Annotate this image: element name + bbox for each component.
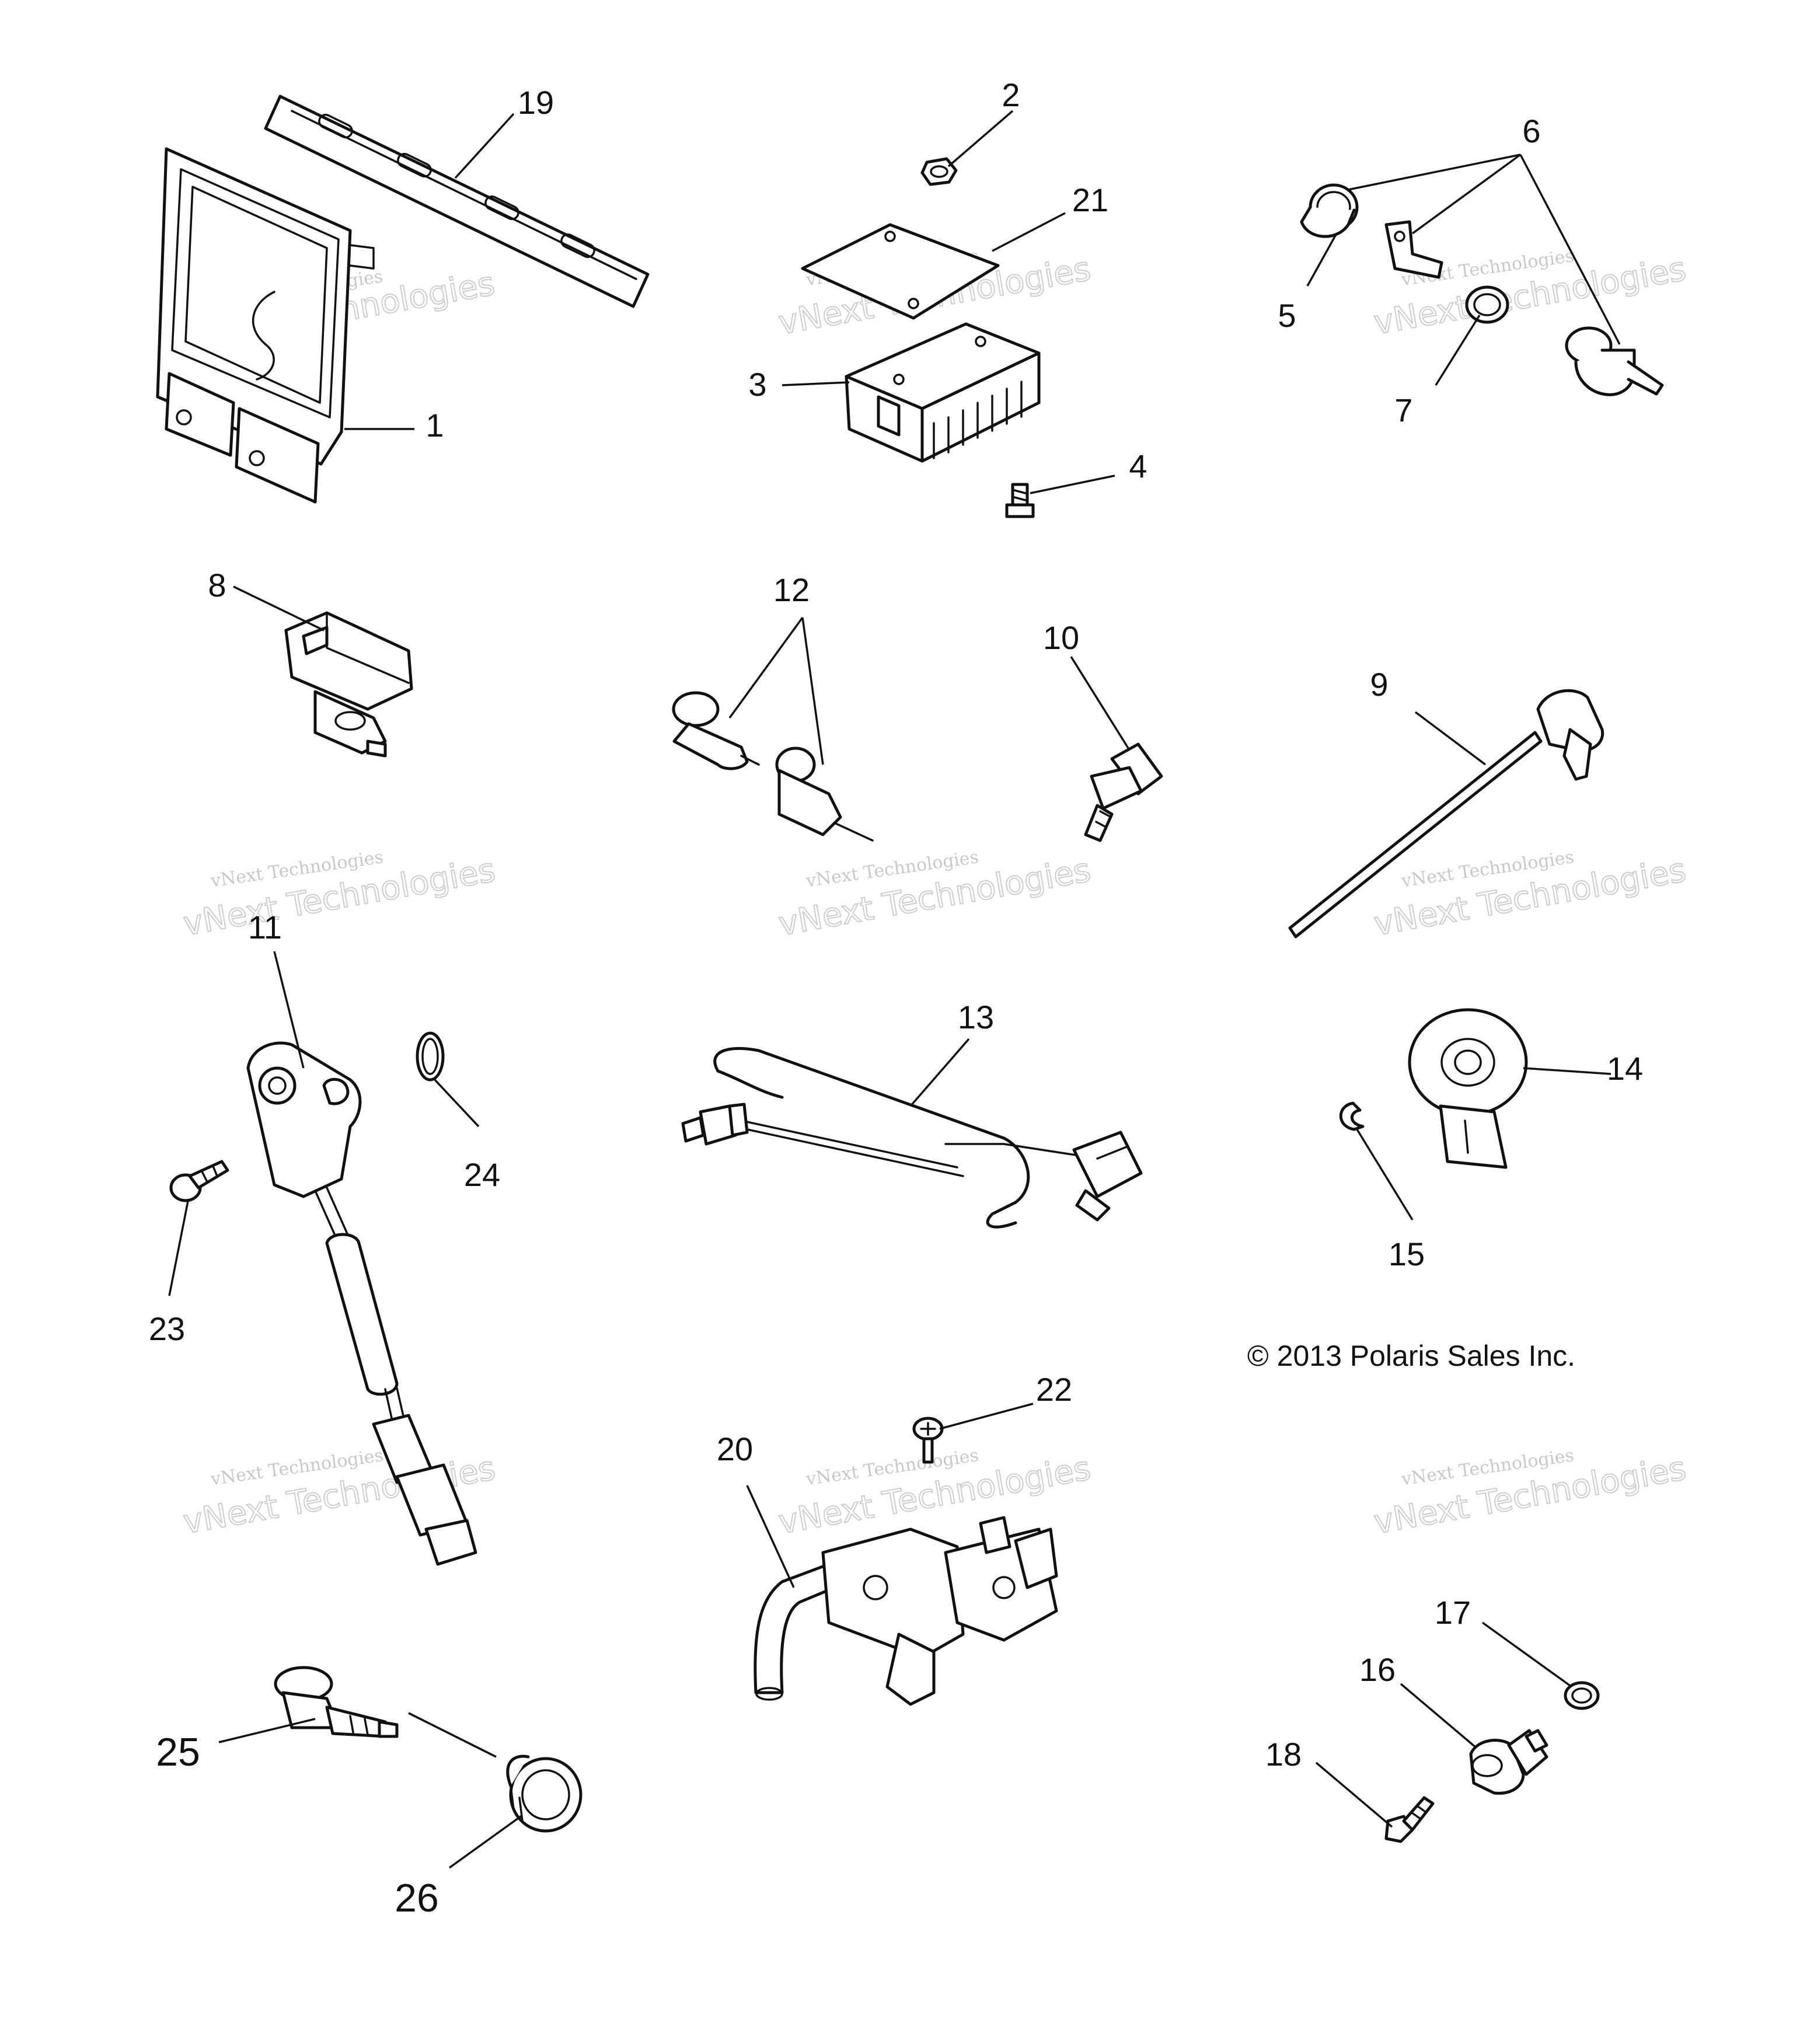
part-15-clip — [1339, 1101, 1365, 1131]
part-3-regulator — [845, 322, 1041, 463]
callout-13: 13 — [958, 999, 994, 1035]
callouts: 19 1 2 21 3 4 6 5 7 8 12 10 9 11 13 14 2… — [149, 76, 1643, 1920]
part-9-rod-sensor — [1288, 689, 1604, 939]
callout-9: 9 — [1370, 666, 1388, 703]
part-12-plug-b — [775, 747, 874, 842]
part-19-bracket — [264, 95, 650, 308]
part-18-bolt — [1384, 1796, 1435, 1843]
part-17-washer — [1564, 1681, 1600, 1710]
watermark: vNext Technologies vNext Technologies — [1370, 847, 1689, 944]
watermark: vNext Technologies vNext Technologies — [1370, 1445, 1689, 1542]
part-25-sensor — [274, 1666, 399, 1738]
part-21-gasket — [801, 223, 1000, 320]
part-7-seal — [1465, 285, 1509, 324]
part-5-plug — [1300, 183, 1359, 238]
part-12-plug-a — [672, 691, 760, 770]
leader-lines — [168, 110, 1621, 1869]
callout-14: 14 — [1607, 1050, 1643, 1087]
callout-2: 2 — [1002, 76, 1020, 113]
part-10-temp-sensor — [1084, 742, 1163, 842]
callout-7: 7 — [1394, 392, 1412, 428]
part-23-screw — [169, 1160, 229, 1202]
part-4-screw — [1005, 483, 1035, 518]
callout-12: 12 — [773, 571, 810, 608]
callout-22: 22 — [1036, 1371, 1072, 1408]
callout-16: 16 — [1359, 1651, 1396, 1688]
callout-11: 11 — [248, 909, 282, 946]
callout-10: 10 — [1043, 619, 1079, 656]
part-22-screw — [912, 1417, 944, 1464]
part-2-nut — [920, 157, 958, 186]
part-11-tps — [246, 1041, 477, 1566]
callout-23: 23 — [149, 1310, 185, 1347]
watermark: vNext Technologies vNext Technologies — [775, 1445, 1094, 1542]
watermark: vNext Technologies vNext Technologies — [775, 847, 1094, 944]
part-8-map-sensor — [284, 611, 413, 758]
part-14-knock-sensor — [1408, 1008, 1528, 1169]
part-24-o-ring — [416, 1031, 445, 1082]
part-6-clip — [1384, 220, 1443, 279]
callout-20: 20 — [717, 1431, 753, 1467]
callout-21: 21 — [1072, 182, 1108, 218]
part-26-grommet — [506, 1755, 582, 1833]
watermark: vNext Technologies vNext Technologies — [180, 847, 498, 944]
part-20-valve — [754, 1516, 1058, 1706]
part-6-sensor — [1565, 326, 1664, 396]
callout-3: 3 — [748, 366, 766, 403]
copyright-text: © 2013 Polaris Sales Inc. — [1247, 1340, 1575, 1372]
callout-1: 1 — [425, 407, 444, 444]
callout-6: 6 — [1522, 113, 1540, 149]
part-16-speed-sensor — [1469, 1729, 1548, 1795]
callout-25: 25 — [156, 1730, 200, 1774]
part-13-harness — [681, 1047, 1143, 1229]
callout-5: 5 — [1278, 297, 1296, 334]
callout-19: 19 — [518, 84, 554, 121]
part-1-ecu — [156, 147, 375, 504]
callout-17: 17 — [1435, 1594, 1471, 1631]
callout-24: 24 — [464, 1156, 500, 1193]
callout-8: 8 — [208, 567, 226, 604]
callout-18: 18 — [1265, 1736, 1302, 1773]
callout-26: 26 — [395, 1876, 439, 1920]
callout-4: 4 — [1129, 448, 1147, 484]
callout-15: 15 — [1389, 1236, 1425, 1272]
